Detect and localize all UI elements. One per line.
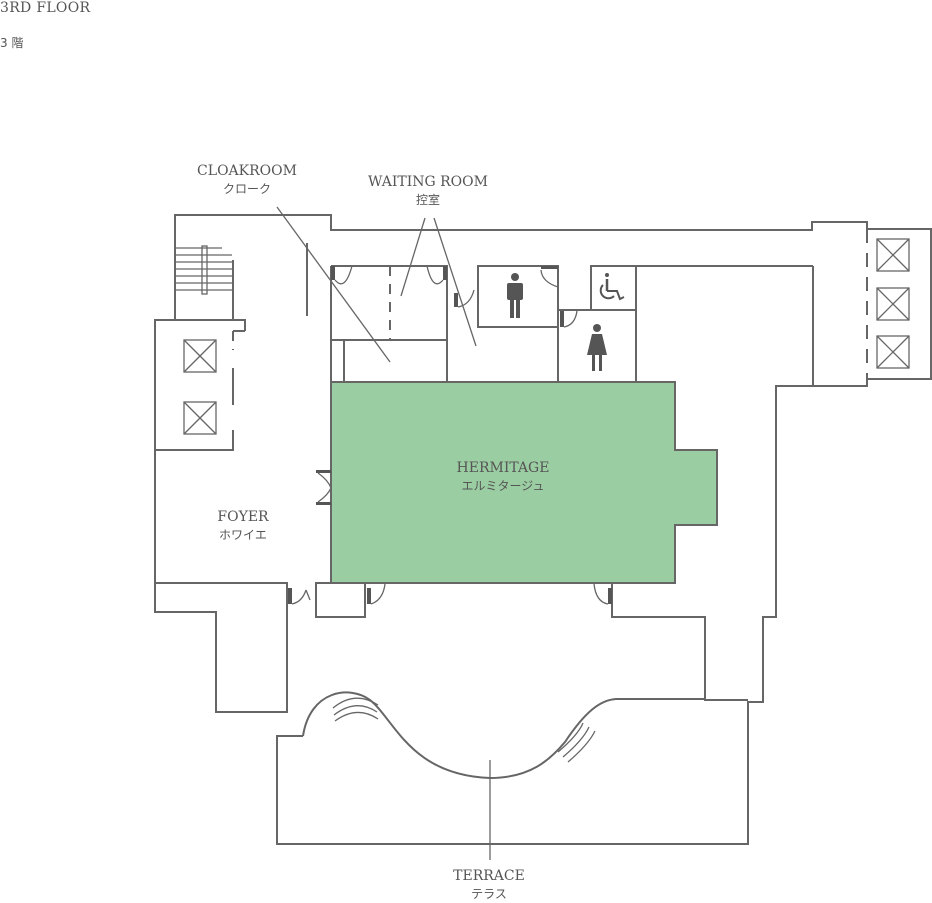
male-restroom-icon	[507, 273, 523, 318]
wall-lift-left	[154, 319, 288, 713]
curved-stairs-left-icon	[332, 697, 379, 722]
wall-lift-inner	[155, 430, 234, 451]
cloakroom-leader	[276, 206, 391, 363]
accessible-room[interactable]	[590, 265, 637, 311]
female-restroom-icon	[587, 324, 607, 371]
elevator-icon	[183, 238, 910, 435]
terrace-curve	[302, 691, 705, 780]
floor-title: 3RD FLOOR	[0, 0, 91, 16]
room-hermitage[interactable]	[330, 381, 718, 584]
staircase-icon	[175, 245, 232, 295]
floor-title-jp: 3 階	[0, 36, 24, 50]
curved-stairs-right-icon	[557, 722, 596, 763]
door-icon	[288, 265, 612, 605]
wheelchair-icon	[599, 273, 625, 301]
small-room	[315, 582, 366, 618]
